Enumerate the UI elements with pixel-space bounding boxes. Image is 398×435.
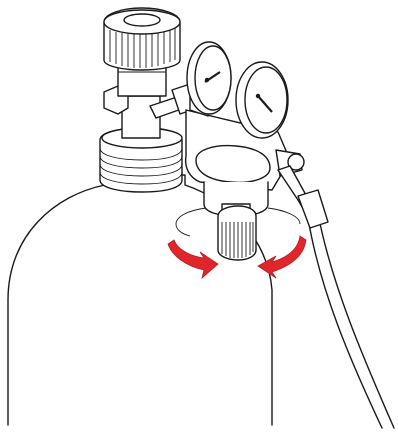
- cylinder-valve-icon: [104, 8, 198, 138]
- hose-icon: [278, 166, 394, 428]
- pressure-gauge-icon: [236, 62, 288, 138]
- adjusting-knob-icon: [218, 204, 256, 260]
- pressure-gauge-icon: [187, 42, 231, 116]
